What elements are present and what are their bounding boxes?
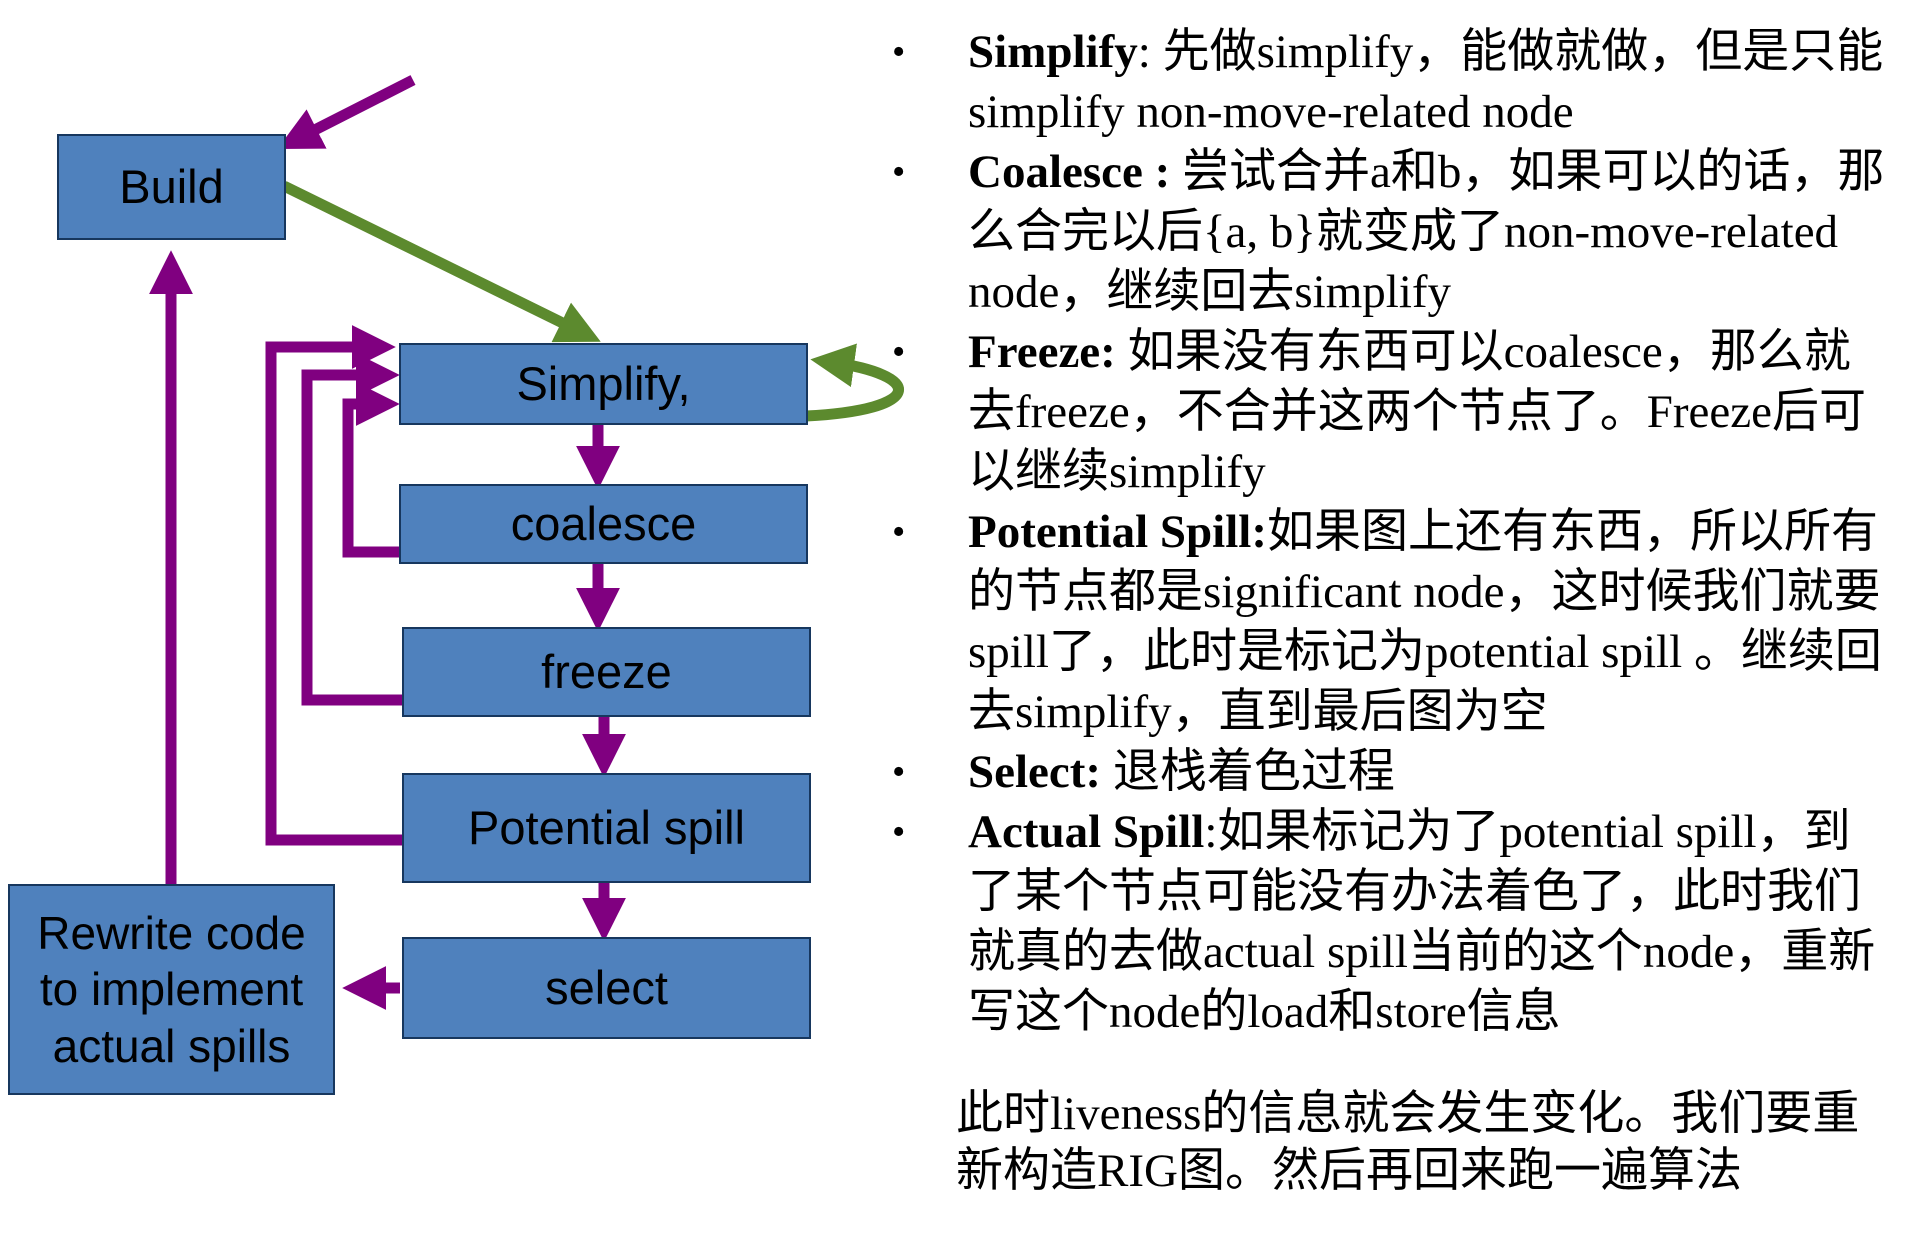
note-text: 尝试合并a和b，如果可以的话，那么合完以后{a, b}就变成了non-move-… xyxy=(968,146,1885,318)
rewrite-line-1: Rewrite code xyxy=(37,907,306,960)
note-term: Freeze: xyxy=(968,326,1116,378)
note-term: Actual Spill xyxy=(968,806,1205,858)
note-term: Simplify xyxy=(968,26,1138,78)
coalesce-box: coalesce xyxy=(399,484,808,564)
bullet-icon: • xyxy=(892,511,906,553)
note-actual-spill: • Actual Spill:如果标记为了potential spill，到了某个… xyxy=(880,802,1890,1042)
note-text: 如果没有东西可以coalesce，那么就去freeze，不合并这两个节点了。Fr… xyxy=(968,326,1866,498)
potential-spill-box: Potential spill xyxy=(402,773,811,883)
select-box: select xyxy=(402,937,811,1039)
freeze-to-simplify-arrow xyxy=(301,353,403,706)
note-simplify: • Simplify: 先做simplify，能做就做，但是只能simplify … xyxy=(880,22,1890,142)
note-term: Coalesce : xyxy=(968,146,1171,198)
potential-spill-to-simplify-arrow xyxy=(265,325,403,846)
bullet-icon: • xyxy=(892,31,906,73)
note-trailing: 此时liveness的信息就会发生变化。我们要重新构造RIG图。然后再回来跑一遍… xyxy=(956,1088,1860,1197)
rewrite-code-box: Rewrite code to implement actual spills xyxy=(8,884,335,1095)
note-text: : 先做simplify，能做就做，但是只能simplify non-move-… xyxy=(968,26,1884,138)
build-box: Build xyxy=(57,134,286,240)
freeze-box: freeze xyxy=(402,627,811,717)
note-coalesce: • Coalesce : 尝试合并a和b，如果可以的话，那么合完以后{a, b}就… xyxy=(880,142,1890,322)
build-to-simplify-arrow xyxy=(281,181,601,343)
rewrite-line-2: to implement xyxy=(39,963,304,1016)
bullet-icon: • xyxy=(892,811,906,853)
note-select: • Select: 退栈着色过程 xyxy=(880,742,1890,802)
notes-panel: • Simplify: 先做simplify，能做就做，但是只能simplify … xyxy=(880,22,1890,1247)
note-text: 退栈着色过程 xyxy=(1101,746,1395,798)
bullet-icon: • xyxy=(892,151,906,193)
flow-arrows xyxy=(149,75,904,1010)
note-text: :如果标记为了potential spill，到了某个节点可能没有办法着色了，此… xyxy=(968,806,1876,1038)
bullet-icon: • xyxy=(892,751,906,793)
note-potential-spill: • Potential Spill:如果图上还有东西，所以所有的节点都是signi… xyxy=(880,502,1890,742)
note-freeze: • Freeze: 如果没有东西可以coalesce，那么就去freeze，不合并… xyxy=(880,322,1890,502)
simplify-self-loop-arrow xyxy=(805,343,904,422)
note-term: Potential Spill: xyxy=(968,506,1267,558)
coalesce-to-simplify-arrow xyxy=(342,382,400,558)
bullet-icon: • xyxy=(892,331,906,373)
entry-arrow xyxy=(277,75,416,149)
simplify-box: Simplify, xyxy=(399,343,808,425)
note-term: Select: xyxy=(968,746,1102,798)
rewrite-line-3: actual spills xyxy=(52,1019,291,1072)
note-text: 如果图上还有东西，所以所有的节点都是significant node，这时候我们… xyxy=(968,506,1882,738)
